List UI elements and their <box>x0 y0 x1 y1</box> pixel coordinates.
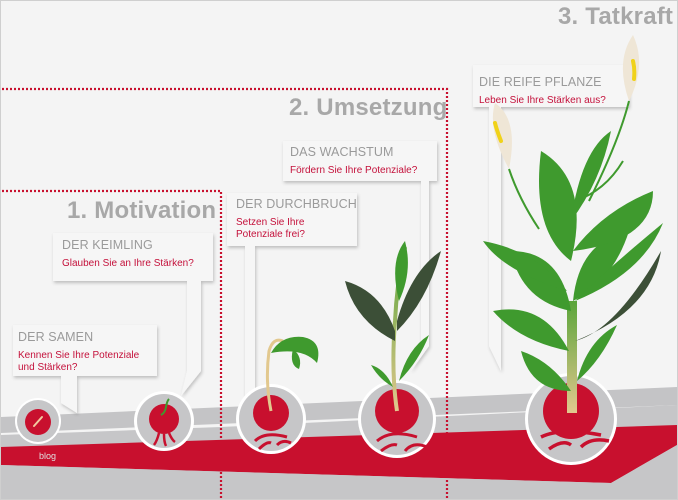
callouts <box>13 65 629 421</box>
phase-title-tatkraft: 3. Tatkraft <box>558 3 674 30</box>
plant-durchbruch <box>265 336 319 412</box>
phase-frames <box>2 87 449 499</box>
stage-title: DIE REIFE PFLANZE <box>479 75 602 89</box>
callout-samen: DER SAMEN Kennen Sie Ihre Potenziale und… <box>18 330 148 373</box>
stage-question: Fördern Sie Ihre Potenziale? <box>290 165 418 176</box>
callout-wachstum: DAS WACHSTUM Fördern Sie Ihre Potenziale… <box>290 145 435 177</box>
stage-title: DER DURCHBRUCH <box>236 197 357 211</box>
plant-wachstum <box>345 241 441 412</box>
callout-durchbruch: DER DURCHBRUCH Setzen Sie Ihre Potenzial… <box>236 197 357 240</box>
stage-question: Leben Sie Ihre Stärken aus? <box>479 95 606 106</box>
phase-title-motivation: 1. Motivation <box>67 197 217 224</box>
callout-keimling: DER KEIMLING Glauben Sie an Ihre Stärken… <box>62 238 212 270</box>
stage-question: Kennen Sie Ihre Potenziale und Stärken? <box>18 350 140 373</box>
watermark: blog <box>39 451 57 461</box>
stage-title: DER KEIMLING <box>62 238 153 252</box>
plant-reife <box>483 35 663 413</box>
stage-title: DER SAMEN <box>18 330 94 344</box>
phase-title-umsetzung: 2. Umsetzung <box>289 94 448 121</box>
stage-title: DAS WACHSTUM <box>290 145 394 159</box>
callout-reife-pflanze: DIE REIFE PFLANZE Leben Sie Ihre Stärken… <box>479 75 629 107</box>
stage-question: Glauben Sie an Ihre Stärken? <box>62 258 194 269</box>
stage-question: Setzen Sie Ihre Potenziale frei? <box>236 217 305 240</box>
